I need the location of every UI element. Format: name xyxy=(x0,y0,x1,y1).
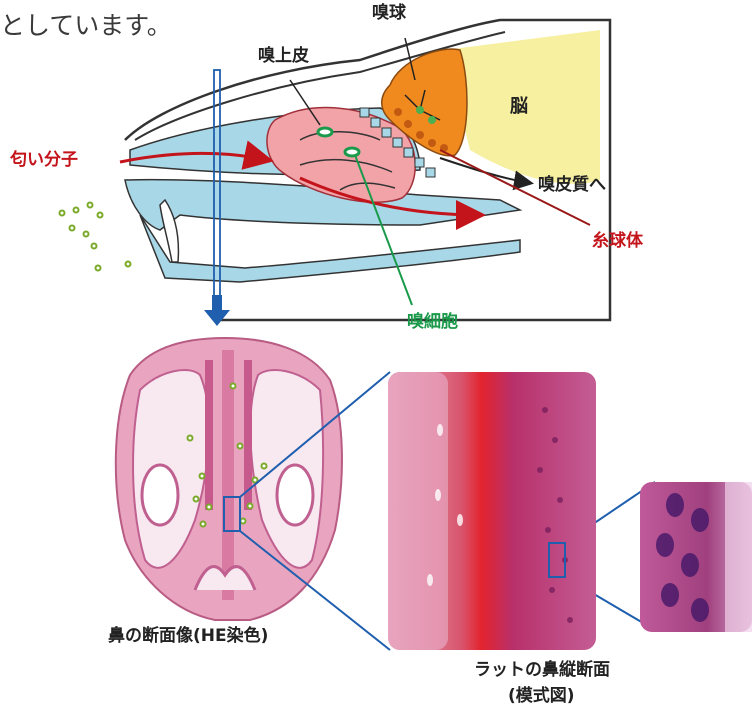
to-olfactory-cortex-label: 嗅皮質へ xyxy=(538,177,606,194)
rat-head-schematic xyxy=(60,20,611,320)
brain-label: 脳 xyxy=(510,98,528,116)
olfactory-epithelium-label: 嗅上皮 xyxy=(258,48,309,65)
glomerulus-label: 糸球体 xyxy=(592,233,643,250)
odor-molecule-dots xyxy=(60,203,131,271)
nose-cross-section-caption: 鼻の断面像(HE染色) xyxy=(108,628,268,645)
cell-zoom-image xyxy=(640,482,752,632)
olfactory-cell-label: 嗅細胞 xyxy=(407,314,458,331)
he-cross-section-image xyxy=(116,338,342,620)
olfactory-bulb-label: 嗅球 xyxy=(372,5,406,22)
down-arrow-icon xyxy=(204,295,230,326)
rat-nose-caption-line1: ラットの鼻縦断面 xyxy=(474,662,610,679)
histology-zoom-image xyxy=(388,372,596,650)
rat-nose-caption-line2: (模式図) xyxy=(508,688,575,705)
odor-molecules-label: 匂い分子 xyxy=(10,152,78,169)
